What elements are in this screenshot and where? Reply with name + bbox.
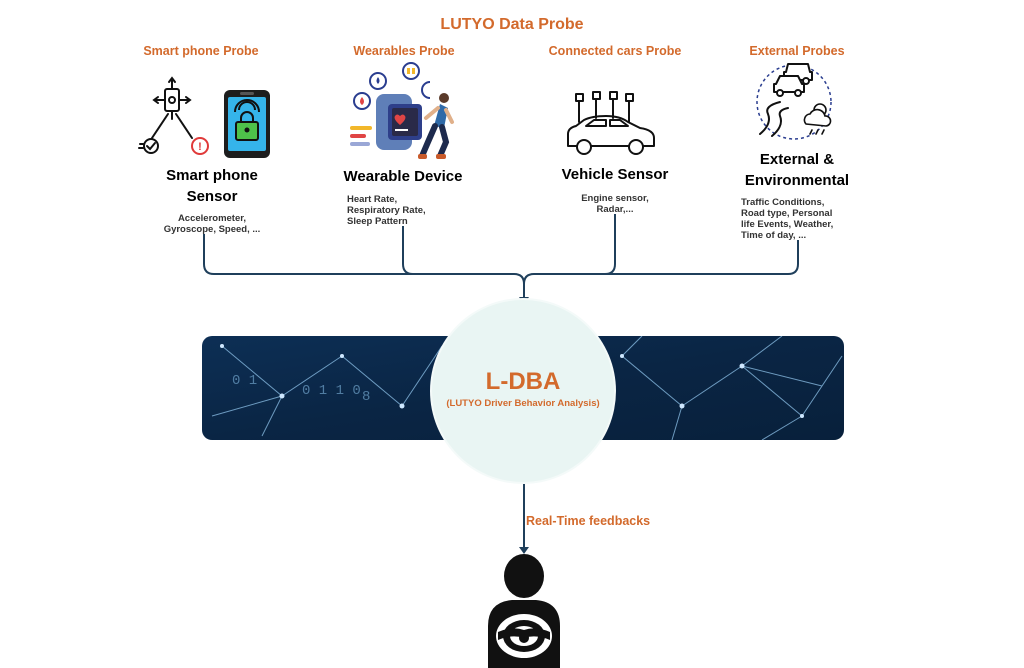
smartphone-lock-icon: [224, 90, 270, 158]
probe-label-wearables: Wearables Probe: [353, 44, 455, 58]
sensor-title-line: Sensor: [186, 188, 238, 205]
ldba-circle: [432, 300, 614, 482]
feedback-label: Real-Time feedbacks: [526, 514, 651, 528]
sensor-desc-external: Traffic Conditions, Road type, Personal …: [741, 197, 861, 241]
svg-text:8: 8: [362, 389, 370, 405]
car-sensor-icon: [567, 91, 655, 155]
sensor-desc-smartphone: Accelerometer, Gyroscope, Speed, ...: [152, 213, 272, 235]
wearable-watch-icon: [350, 62, 430, 150]
probe-label-smartphone: Smart phone Probe: [143, 44, 259, 58]
desc-line: Time of day, ...: [741, 230, 807, 241]
desc-line: Accelerometer,: [177, 213, 247, 224]
probe-label-cars: Connected cars Probe: [548, 44, 682, 58]
svg-text:!: !: [198, 141, 202, 153]
sensor-title-external: External & Environmental: [697, 149, 897, 191]
sensor-title-line: Vehicle Sensor: [561, 166, 669, 183]
sensor-title-wearable: Wearable Device: [303, 166, 503, 187]
probe-label-external: External Probes: [749, 44, 845, 58]
sensor-title-vehicle: Vehicle Sensor: [515, 164, 715, 185]
desc-line: Traffic Conditions,: [741, 197, 825, 208]
sensor-title-line: Wearable Device: [343, 168, 463, 185]
sensor-title-line: Smart phone: [166, 167, 258, 184]
sensor-desc-wearable: Heart Rate, Respiratory Rate, Sleep Patt…: [347, 194, 467, 227]
desc-line: Engine sensor,: [581, 193, 649, 204]
desc-line: Sleep Pattern: [347, 216, 408, 227]
svg-text:0 1 1 0: 0 1 1 0: [302, 383, 361, 399]
sensor-title-line: Environmental: [744, 172, 850, 189]
sensor-desc-vehicle: Engine sensor, Radar,...: [555, 193, 675, 215]
desc-line: Road type, Personal: [741, 208, 833, 219]
smartphone-sensor-icon: !: [138, 76, 209, 155]
sensor-title-smartphone: Smart phone Sensor: [112, 165, 312, 207]
desc-line: Gyroscope, Speed, ...: [163, 224, 261, 235]
ldba-subtitle: (LUTYO Driver Behavior Analysis): [446, 398, 600, 409]
driver-icon: [488, 554, 560, 668]
svg-text:0 1: 0 1: [232, 373, 257, 389]
runner-icon: [418, 93, 454, 159]
traffic-weather-icon: [756, 63, 832, 140]
sensor-title-line: External &: [759, 151, 835, 168]
diagram-title: LUTYO Data Probe: [440, 16, 584, 33]
desc-line: Respiratory Rate,: [347, 205, 426, 216]
ldba-title: L-DBA: [485, 368, 561, 395]
desc-line: Radar,...: [596, 204, 634, 215]
desc-line: life Events, Weather,: [741, 219, 834, 230]
desc-line: Heart Rate,: [347, 194, 398, 205]
